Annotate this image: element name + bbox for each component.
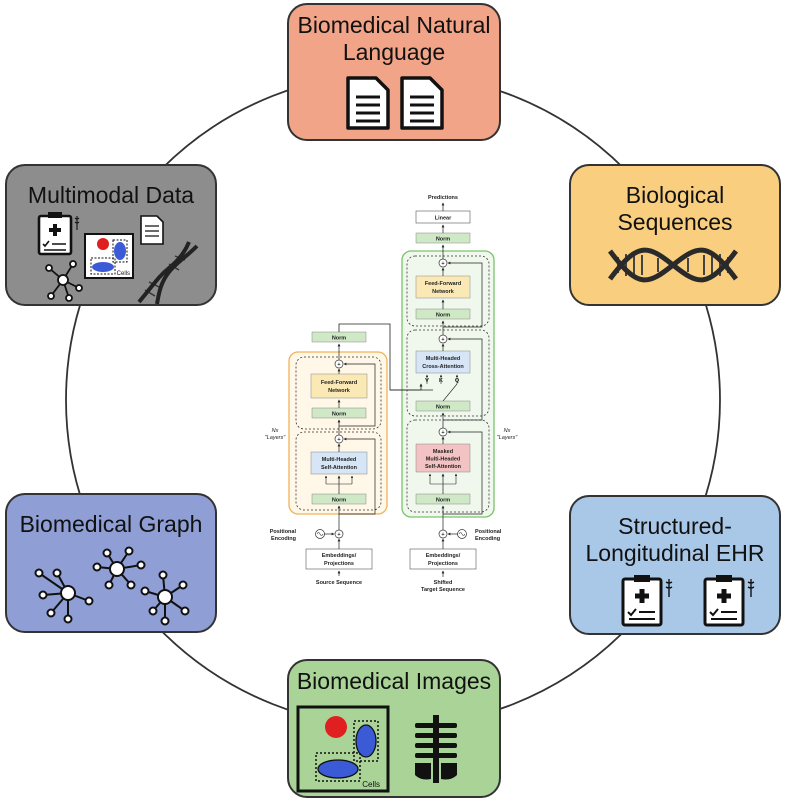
biological-sequences-module: Biological Sequences [569,164,781,306]
decoder-masked-label3: Self-Attention [425,464,462,470]
encoder-norm-1-label: Norm [332,498,346,504]
decoder-cross-label1: Multi-Headed [426,356,461,362]
clipboard-icon-2 [703,575,755,627]
ehr-module: Structured- Longitudinal EHR [569,495,781,635]
decoder-masked-label2: Multi-Headed [426,457,461,463]
graph-icon [45,260,83,302]
encoder-source-label: Source Sequence [316,580,362,586]
decoder-target-label1: Shifted [434,580,453,586]
svg-text:+: + [441,430,444,436]
biomedical-images-module: Biomedical Images Cells [287,659,501,798]
clipboard-icon [37,212,80,256]
encoder-ffn-sublayer [295,356,382,430]
decoder-layers-label2: "Layers" [497,435,518,441]
decoder-target-label2: Target Sequence [421,587,465,593]
cells-microscopy-icon: Cells [296,705,390,793]
svg-text:+: + [441,337,444,343]
encoder-attn-label1: Multi-Headed [322,457,357,463]
natural-language-title: Biomedical Natural Language [297,12,491,65]
dna-icon [137,241,199,304]
encoder-attn-sublayer [295,431,382,511]
decoder-pos-label1: Positional [475,529,502,535]
encoder-ffn-label2: Network [328,388,351,394]
encoder-norm-2-label: Norm [332,412,346,418]
encoder-ffn [310,373,368,399]
svg-text:+: + [441,261,444,267]
biological-sequences-title: Biological Sequences [617,182,733,235]
decoder-ffn-sublayer [406,255,490,327]
documents-icon [346,76,444,130]
decoder-ffn-label1: Feed-Forward [425,281,461,287]
multimodal-data-title: Multimodal Data [27,182,195,208]
clipboard-icon-1 [621,575,673,627]
ehr-title: Structured- Longitudinal EHR [585,513,765,566]
svg-text:+: + [337,362,340,368]
encoder-emb-label1: Embeddings/ [322,553,357,559]
decoder-masked-label1: Masked [433,449,453,455]
biomedical-graph-title: Biomedical Graph [19,511,203,537]
biomedical-images-title: Biomedical Images [296,668,492,694]
multimodal-cells-label: Cells [117,271,130,277]
cells-label: Cells [362,780,380,789]
encoder-final-norm-label: Norm [332,336,346,342]
decoder-norm-2-label: Norm [436,405,450,411]
decoder-final-norm-label: Norm [436,237,450,243]
encoder-layers-label1: Nx [272,428,279,434]
xray-icon [415,715,457,783]
svg-text:+: + [337,437,340,443]
dna-helix-icon [608,247,739,283]
decoder-emb-label1: Embeddings/ [426,553,461,559]
encoder-pos-label1: Positional [270,529,297,535]
encoder-ffn-label1: Feed-Forward [321,380,357,386]
biomedical-graph-module: Biomedical Graph [5,493,217,633]
multimodal-data-module: Multimodal Data Cells [5,164,217,306]
decoder-cross-sublayer [406,329,490,417]
decoder-emb-label2: Projections [428,561,458,567]
decoder-linear-label: Linear [435,216,452,222]
encoder-attn-label2: Self-Attention [321,465,358,471]
decoder-norm-3-label: Norm [436,313,450,319]
predictions-label: Predictions [428,195,458,201]
decoder-masked-attn [415,443,471,473]
encoder-layers-label2: "Layers" [265,435,286,441]
svg-text:+: + [441,532,444,538]
decoder-pos-label2: Encoding [475,536,500,542]
cells-icon: Cells [84,233,134,279]
decoder-cross-label2: Cross-Attention [422,364,464,370]
encoder-pos-label2: Encoding [271,536,296,542]
decoder-layers-label1: Nx [504,428,511,434]
multimodal-icons: Cells [37,212,199,304]
natural-language-module: Biomedical Natural Language [287,3,501,141]
cross-q-label: Q [455,378,460,384]
svg-text:+: + [337,532,340,538]
decoder-ffn-label2: Network [432,289,455,295]
encoder-emb-label2: Projections [324,561,354,567]
graph-network-icon [34,546,190,626]
document-icon [140,215,164,245]
decoder-norm-1-label: Norm [436,498,450,504]
